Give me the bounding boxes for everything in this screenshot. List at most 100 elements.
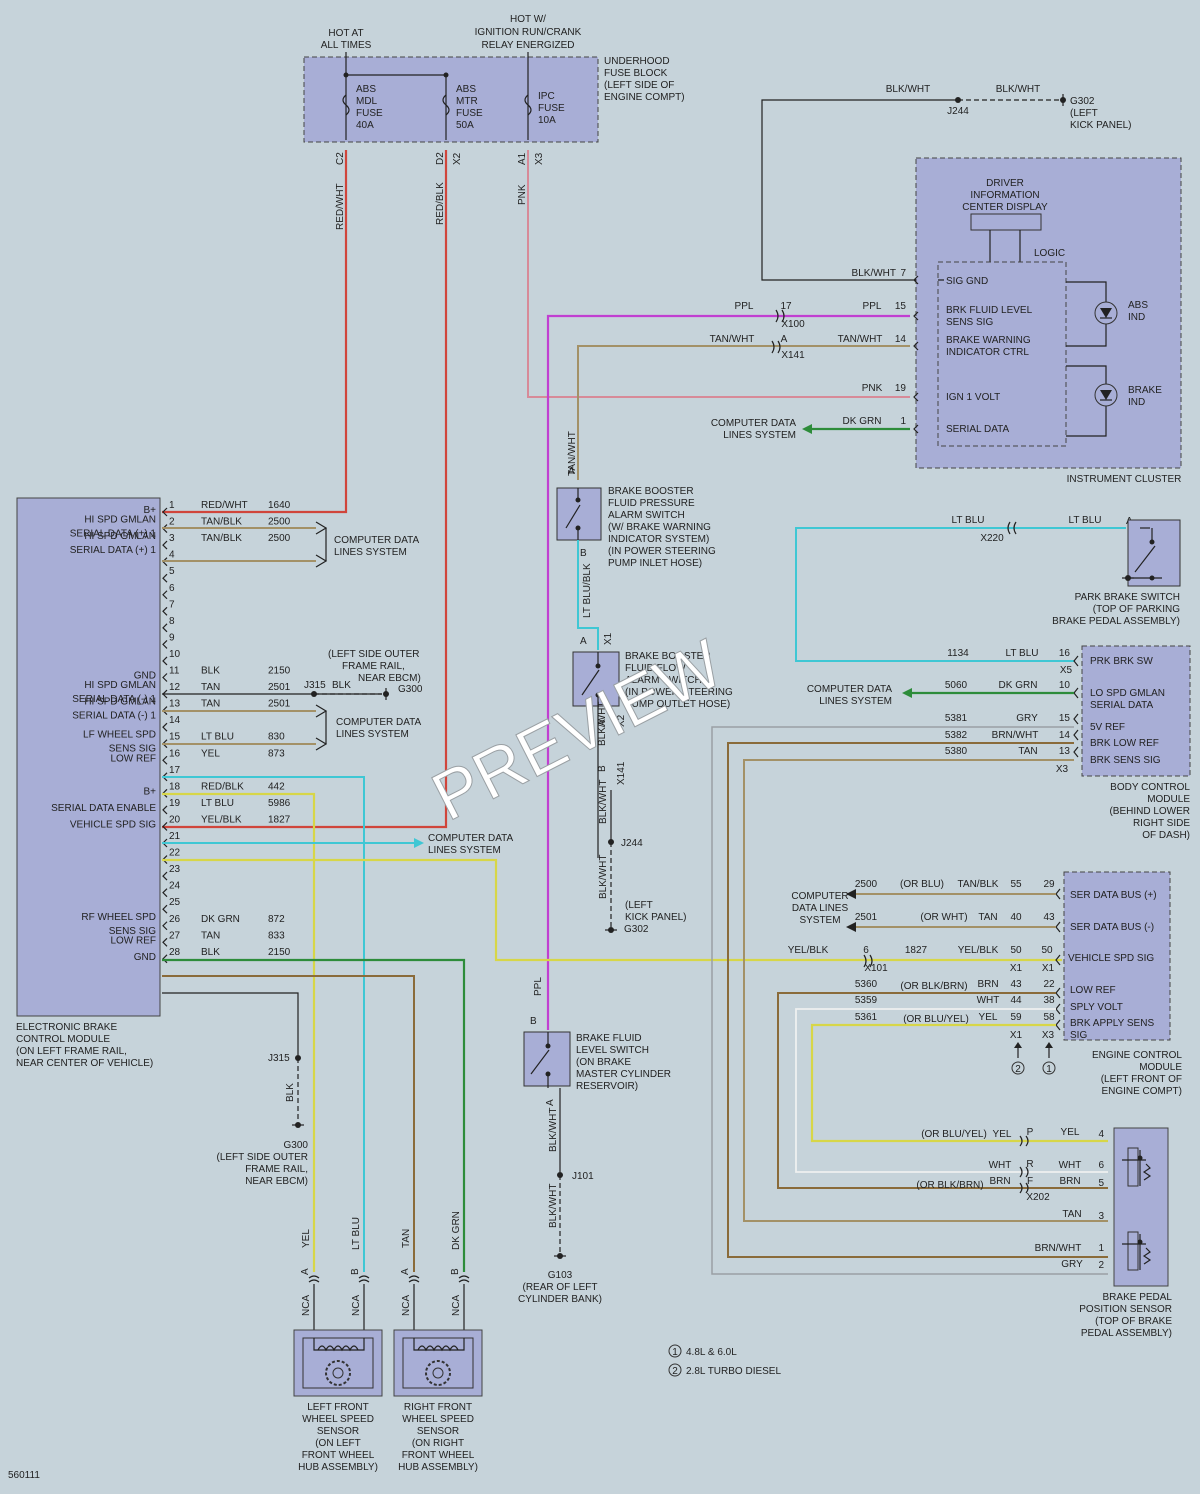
dic-line3: CENTER DISPLAY: [962, 202, 1048, 213]
wire-bcm-gry: [711, 726, 1108, 1275]
ebcm-pin-number: 1: [169, 500, 175, 511]
fuse-abs-mdl-line1: ABS: [356, 84, 376, 95]
g302-splice: J244: [947, 106, 969, 117]
rf-nca-a: NCA: [401, 1295, 412, 1316]
cluster-dkgrn-pin: 1: [900, 416, 906, 427]
bfs-line1: BRAKE BOOSTER: [625, 651, 711, 662]
ebcm-pin-arrow: [162, 805, 168, 815]
ebcm-pin-arrow: [162, 921, 168, 931]
g302-wire1: BLK/WHT: [886, 84, 930, 95]
bpps-r3-n: 3: [1098, 1211, 1104, 1222]
wheel-sensor-coil-icon: [402, 1337, 474, 1389]
ecm-p6-circ: 5361: [855, 1012, 878, 1023]
bfs-line4: (IN POWER STEERING: [625, 687, 733, 698]
ecm-p1-n2: 29: [1043, 879, 1055, 890]
g300u-label-line2: FRAME RAIL,: [342, 661, 405, 672]
fuse-conn-x2: X2: [452, 152, 463, 165]
rf-label-line5: FRONT WHEEL: [402, 1450, 475, 1461]
ebcm-pin-number: 14: [169, 715, 181, 726]
ppl-ext-pin: 17: [780, 301, 792, 312]
ecm-p6-n2: 58: [1043, 1012, 1055, 1023]
ebcm-pin-number: 8: [169, 616, 175, 627]
bpps-r4-n: 1: [1098, 1243, 1104, 1254]
ecm-p2-n2: 43: [1043, 912, 1055, 923]
ebcm-pin-wire: RED/WHT: [201, 500, 248, 511]
fuse-abs-mtr: ABS MTR FUSE 50A: [442, 75, 483, 140]
ebcm-pin-number: 18: [169, 781, 181, 792]
ecm-p6-name2: SIG: [1070, 1030, 1087, 1041]
cluster-pin19-name: IGN 1 VOLT: [946, 392, 1000, 403]
tanwht-pin: 14: [895, 334, 907, 345]
ebcm-pin-number: 16: [169, 748, 181, 759]
lf-label-line1: LEFT FRONT: [307, 1402, 368, 1413]
ebcm-pin-number: 4: [169, 550, 175, 561]
ebcm-pin-arrow: [162, 606, 168, 616]
bps-pin-a: A: [568, 466, 575, 477]
fuse-abs-mtr-line3: FUSE: [456, 108, 483, 119]
bpps-r0-w2: YEL: [1061, 1127, 1080, 1138]
ebcm-pin-wire: LT BLU: [201, 798, 234, 809]
ebcm-pin-wire: TAN: [201, 682, 220, 693]
bpps-r2-w2: BRN: [1059, 1176, 1080, 1187]
ebcm-pin-number: 21: [169, 831, 181, 842]
ecm-p4-wire: BRN: [977, 979, 998, 990]
ecm-p5-name: SPLY VOLT: [1070, 1002, 1123, 1013]
bcm-label-line5: OF DASH): [1142, 830, 1190, 841]
rf-pin-b: B: [450, 1268, 461, 1275]
fuse-ipc: IPC FUSE 10A: [524, 90, 565, 140]
bcm-pin14-name: BRK LOW REF: [1090, 738, 1159, 749]
g300l-ground-line3: FRAME RAIL,: [245, 1164, 308, 1175]
wire-pnk-label: PNK: [517, 184, 528, 205]
lf-label-line6: HUB ASSEMBLY): [298, 1462, 378, 1473]
hot-ignition-line1: HOT W/: [510, 14, 546, 25]
ebcm-pin-number: 10: [169, 649, 181, 660]
bpps-r0-pin: P: [1027, 1127, 1034, 1138]
fuse-abs-mdl-line2: MDL: [356, 96, 378, 107]
fuse-ipc-line3: 10A: [538, 115, 556, 126]
pbs-label-line1: PARK BRAKE SWITCH: [1075, 592, 1180, 603]
lf-wire-b: LT BLU: [351, 1217, 362, 1250]
ground-icon: [554, 1253, 566, 1259]
ecm-label-line1: ENGINE CONTROL: [1092, 1050, 1182, 1061]
ebcm-pin-circuit: 2500: [268, 533, 291, 544]
ebcm-pin-circuit: 833: [268, 930, 285, 941]
cluster-logic: LOGIC: [1034, 248, 1065, 259]
ebcm-pin-number: 22: [169, 848, 181, 859]
bcm-label-line1: BODY CONTROL: [1110, 782, 1190, 793]
lf-wire-a: YEL: [301, 1229, 312, 1248]
ebcm-pin-number: 11: [169, 666, 180, 677]
lf-nca-b: NCA: [351, 1295, 362, 1316]
conn-x141: X141: [781, 350, 805, 361]
rf-label-line6: HUB ASSEMBLY): [398, 1462, 478, 1473]
fluid-level-switch: PPL B BRAKE FLUID LEVEL SWITCH (ON BRAKE…: [523, 977, 671, 1106]
bcm-label-line3: (BEHIND LOWER: [1109, 806, 1190, 817]
ebcm-cds3-line2: LINES SYSTEM: [428, 845, 501, 856]
ebcm-pin-arrow: [162, 540, 168, 550]
bcm-pin15-name: 5V REF: [1090, 722, 1125, 733]
fuse-block-label-line1: UNDERHOOD: [604, 56, 670, 67]
brake-ind-line2: IND: [1128, 397, 1145, 408]
ebcm-pin-wire: TAN: [201, 699, 220, 710]
bfs-wire: BLK/WHT: [597, 702, 608, 746]
lf-pin-a: A: [300, 1268, 311, 1275]
bps-wire-top: TAN/WHT: [567, 431, 578, 476]
wire-ebcm-16: [162, 792, 316, 1272]
ecm-p6-name1: BRK APPLY SENS: [1070, 1018, 1154, 1029]
ecm-p5-wire: WHT: [977, 995, 1000, 1006]
ecm-p1-n1: 55: [1010, 879, 1022, 890]
cluster-cds-line1: COMPUTER DATA: [711, 418, 797, 429]
ecm-p3-conn1: X1: [1010, 963, 1023, 974]
wire-tan-wht: [577, 345, 910, 480]
bcm-pin13-name: BRK SENS SIG: [1090, 755, 1161, 766]
ebcm-pin-arrow: [162, 639, 168, 649]
g302-ground-line2: (LEFT: [1070, 108, 1098, 119]
bpps-r4-w2: BRN/WHT: [1035, 1243, 1082, 1254]
bpps-r0-w1: YEL: [993, 1129, 1012, 1140]
ground-icon: [605, 927, 617, 933]
cluster-pin7-wire: BLK/WHT: [852, 268, 896, 279]
bfs-conn2: X2: [616, 714, 627, 727]
ebcm-label-line1: ELECTRONIC BRAKE: [16, 1022, 117, 1033]
bpps-label-line3: (TOP OF BRAKE: [1095, 1316, 1172, 1327]
cluster-pin14-name2: INDICATOR CTRL: [946, 347, 1029, 358]
ebcm-pin-number: 7: [169, 599, 175, 610]
